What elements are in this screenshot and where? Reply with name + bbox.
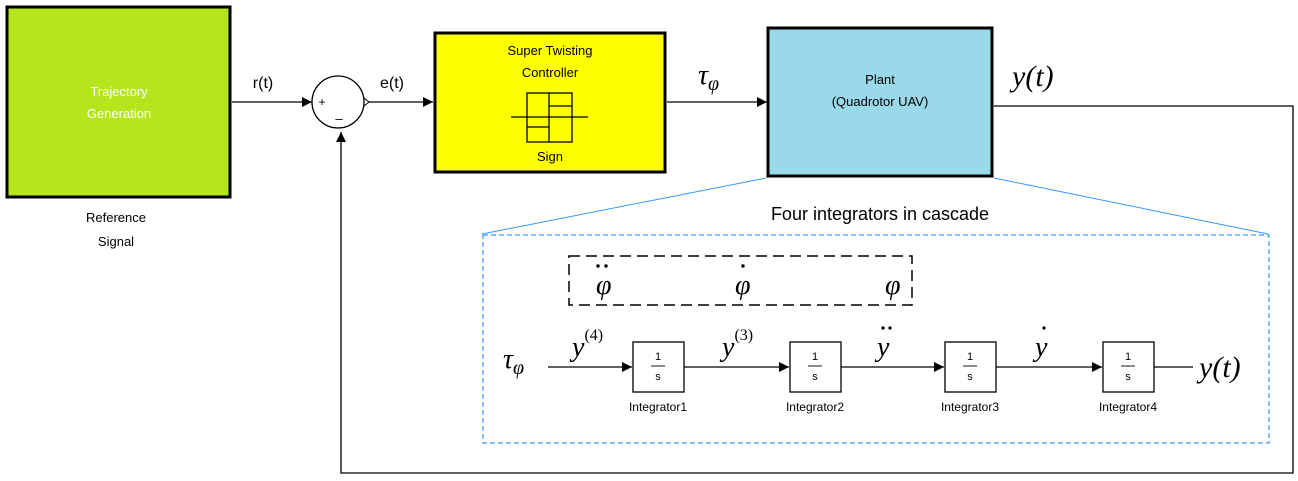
- integrator-4-denominator: s: [1125, 371, 1131, 383]
- control-signal-label: τφ: [698, 60, 719, 95]
- state-phi-double-dot-symbol: φ: [596, 270, 612, 301]
- integrator-2-denominator: s: [812, 371, 818, 383]
- integrator-cascade-zoom-box: [482, 234, 1270, 444]
- super-twisting-controller-block[interactable]: [433, 31, 667, 174]
- plant-label-line2: (Quadrotor UAV): [832, 94, 929, 109]
- derivative-label-y4-sup: (4): [584, 327, 603, 344]
- cascade-output-label: y(t): [1196, 351, 1241, 384]
- plant-block[interactable]: [766, 26, 994, 178]
- integrator-1-numerator: 1: [655, 351, 661, 363]
- sum-minus-sign: –: [335, 111, 343, 126]
- cascade-output-argument: (t): [1212, 351, 1240, 384]
- integrator-block-2[interactable]: 1 s: [789, 341, 842, 393]
- states-box: [568, 255, 913, 306]
- sum-plus-sign: +: [318, 95, 325, 109]
- zoom-title: Four integrators in cascade: [771, 204, 989, 224]
- trajectory-block-label-line2: Generation: [87, 106, 151, 121]
- derivative-label-y3-base: y: [719, 332, 735, 363]
- output-signal-label: y(t): [1009, 60, 1054, 93]
- zoom-callout-right: [993, 177, 1269, 235]
- trajectory-block-label-line1: Trajectory: [90, 84, 148, 99]
- trajectory-generation-block[interactable]: [5, 5, 232, 199]
- derivative-label-y-double-dot: y: [874, 326, 892, 363]
- integrator-3-denominator: s: [967, 371, 973, 383]
- integrator-2-label: Integrator2: [786, 400, 844, 414]
- state-phi-dot: φ: [735, 264, 751, 301]
- derivative-label-y3: y(3): [719, 327, 753, 363]
- output-signal-symbol: y: [1009, 60, 1026, 93]
- integrator-4-label: Integrator4: [1099, 400, 1157, 414]
- integrator-block-4[interactable]: 1 s: [1102, 341, 1155, 393]
- integrator-4-numerator: 1: [1125, 351, 1131, 363]
- plant-label-line1: Plant: [865, 72, 895, 87]
- sign-function-icon: [511, 92, 588, 143]
- controller-label-line2: Controller: [522, 65, 579, 80]
- cascade-input-label: τφ: [503, 344, 524, 379]
- integrator-block-1[interactable]: 1 s: [632, 341, 685, 393]
- zoom-callout-left: [481, 177, 767, 235]
- derivative-label-y-dot: y: [1032, 326, 1048, 363]
- control-signal-subscript: φ: [708, 73, 719, 95]
- cascade-input-symbol: τ: [503, 344, 514, 375]
- cascade-output-symbol: y: [1196, 351, 1213, 384]
- state-phi-double-dot: φ: [596, 264, 612, 301]
- reference-caption-line2: Signal: [98, 234, 134, 249]
- integrator-2-numerator: 1: [812, 351, 818, 363]
- derivative-label-y-dot-base: y: [1032, 332, 1048, 363]
- derivative-label-y4: y(4): [569, 327, 603, 363]
- integrator-block-3[interactable]: 1 s: [944, 341, 997, 393]
- derivative-label-y3-sup: (3): [734, 327, 753, 344]
- control-signal-symbol: τ: [698, 60, 709, 91]
- integrator-1-denominator: s: [655, 371, 661, 383]
- state-phi: φ: [885, 270, 901, 301]
- derivative-label-y-double-dot-base: y: [874, 332, 890, 363]
- reference-signal-label: r(t): [253, 75, 273, 92]
- state-phi-dot-symbol: φ: [735, 270, 751, 301]
- sign-label: Sign: [537, 149, 563, 164]
- output-signal-argument: (t): [1025, 60, 1053, 93]
- integrator-1-label: Integrator1: [629, 400, 687, 414]
- sum-output-port: [363, 97, 370, 107]
- integrator-3-numerator: 1: [967, 351, 973, 363]
- controller-label-line1: Super Twisting: [507, 43, 592, 58]
- sum-junction[interactable]: [311, 75, 365, 129]
- derivative-label-y4-base: y: [569, 332, 585, 363]
- integrator-3-label: Integrator3: [941, 400, 999, 414]
- cascade-input-subscript: φ: [513, 357, 524, 379]
- error-signal-label: e(t): [380, 75, 404, 92]
- reference-caption-line1: Reference: [86, 210, 146, 225]
- output-and-feedback-path: [336, 105, 1294, 474]
